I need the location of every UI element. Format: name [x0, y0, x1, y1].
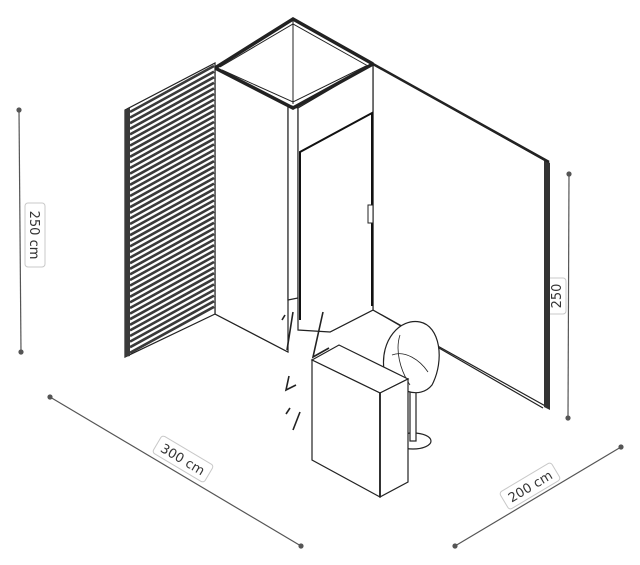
slat: [129, 249, 215, 298]
slatted-wall: [124, 62, 216, 358]
front-wall-fragment: [281, 311, 330, 431]
counter: [310, 344, 410, 499]
slat: [129, 199, 215, 248]
slat: [129, 87, 215, 136]
back-left-wall: [214, 67, 289, 353]
slat: [129, 216, 215, 265]
slat: [129, 266, 215, 315]
slat: [129, 260, 215, 310]
height-left-label: 250 cm: [26, 211, 41, 260]
slat: [129, 272, 215, 321]
door-handle-icon: [367, 204, 374, 224]
dimension-depth-right: 200 cm: [452, 444, 624, 549]
slat: [129, 232, 215, 282]
slat: [129, 115, 215, 164]
middle-wall-with-door: [297, 62, 374, 333]
slat: [129, 182, 215, 231]
slat: [129, 227, 215, 276]
slat: [129, 288, 215, 338]
slat: [129, 294, 215, 343]
slat: [129, 204, 215, 254]
slat: [129, 255, 215, 304]
slat: [129, 104, 215, 153]
slat: [129, 171, 215, 220]
slat: [129, 221, 215, 270]
slat: [129, 76, 215, 125]
slat: [129, 81, 215, 130]
slat: [129, 64, 215, 114]
dimension-height-right: 250: [545, 171, 572, 421]
slat: [129, 109, 215, 158]
slat: [129, 120, 215, 170]
slat: [129, 70, 215, 119]
slat: [129, 176, 215, 226]
slat: [129, 165, 215, 214]
slat: [129, 148, 215, 198]
slat: [129, 283, 215, 332]
slat: [129, 98, 215, 147]
slat: [129, 154, 215, 203]
height-right-label: 250: [550, 284, 565, 309]
slat: [129, 92, 215, 142]
slat: [129, 137, 215, 186]
slat: [129, 238, 215, 287]
slat: [129, 277, 215, 326]
slat: [129, 160, 215, 209]
slat: [129, 188, 215, 237]
slat: [129, 193, 215, 242]
slat: [129, 132, 215, 181]
slats: [129, 64, 215, 354]
slat: [129, 126, 215, 175]
dimension-height-left: 250 cm: [16, 107, 46, 355]
dimension-width-front: 300 cm: [47, 394, 304, 549]
counter-side: [379, 378, 409, 499]
slat: [129, 300, 215, 349]
slat: [129, 305, 215, 354]
slat: [129, 244, 215, 293]
slat: [129, 143, 215, 192]
slat: [129, 210, 215, 259]
corner-post: [287, 104, 299, 301]
